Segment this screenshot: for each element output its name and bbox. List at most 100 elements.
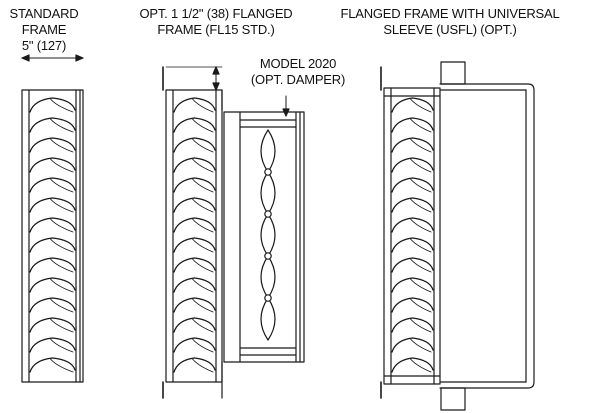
louver-blade	[391, 97, 434, 113]
louver-blade	[391, 337, 434, 353]
flanged-dim-arrow-top	[212, 66, 220, 75]
louver-blade	[173, 117, 216, 133]
louver-blade-edge	[410, 118, 432, 133]
louver-blade-edge	[410, 338, 432, 353]
louver-blade	[173, 277, 216, 293]
louver-blade	[173, 317, 216, 333]
sleeve-body	[439, 83, 535, 389]
flanged-frame-label: OPT. 1 1/2" (38) FLANGED FRAME (FL15 STD…	[128, 6, 304, 38]
louver-blade-edge	[50, 358, 74, 373]
standard-frame-label: STANDARD FRAME 5" (127)	[6, 6, 82, 54]
louver-blade-edge	[410, 98, 432, 113]
flanged-outer-frame	[165, 89, 223, 383]
damper-pivot	[264, 252, 272, 260]
louver-blade	[391, 137, 434, 153]
louver-blade-edge	[192, 158, 214, 173]
louver-blade	[29, 197, 76, 213]
universal-sleeve-label-line1: FLANGED FRAME WITH UNIVERSAL	[340, 6, 560, 21]
louver-blade-edge	[192, 138, 214, 153]
louver-blade	[29, 257, 76, 273]
louver-blade-edge	[192, 178, 214, 193]
louver-blade-edge	[410, 138, 432, 153]
louver-blade-edge	[410, 318, 432, 333]
louver-blade	[391, 317, 434, 333]
louver-blade	[29, 177, 76, 193]
louver-blade	[29, 137, 76, 153]
louver-blade-edge	[410, 158, 432, 173]
louver-blade-edge	[192, 338, 214, 353]
louver-blade	[173, 137, 216, 153]
damper-pivot	[264, 294, 272, 302]
standard-frame-label-line2: FRAME	[21, 22, 67, 37]
louver-blade	[173, 197, 216, 213]
louver-blade	[173, 217, 216, 233]
louver-blade	[173, 157, 216, 173]
louver-blade-edge	[192, 118, 214, 133]
louver-blade-edge	[192, 318, 214, 333]
louver-blade	[173, 257, 216, 273]
louver-blade-edge	[192, 238, 214, 253]
louver-blade-edge	[192, 218, 214, 233]
damper-blade	[267, 129, 276, 173]
standard-outer-frame	[21, 89, 84, 383]
louver-blade	[29, 337, 76, 353]
damper-pointer-arrow	[282, 108, 290, 117]
universal-sleeve-label: FLANGED FRAME WITH UNIVERSAL SLEEVE (USF…	[308, 6, 592, 38]
standard-dim-arrow-right	[75, 54, 84, 62]
louver-blade-edge	[192, 298, 214, 313]
louver-blade-edge	[50, 338, 74, 353]
louver-blade-edge	[192, 278, 214, 293]
damper-blade	[267, 255, 276, 299]
louver-blade	[391, 257, 434, 273]
damper-blade	[260, 129, 269, 173]
standard-frame-dimension: 5" (127)	[21, 38, 67, 53]
louver-blade-edge	[410, 298, 432, 313]
damper-pivot	[264, 168, 272, 176]
louver-blade-edge	[410, 198, 432, 213]
standard-blade-stack	[29, 97, 76, 373]
standard-frame-label-line1: STANDARD	[9, 6, 79, 21]
damper-label-line2: (OPT. DAMPER)	[250, 72, 346, 87]
louver-blade	[391, 277, 434, 293]
louver-blade	[29, 157, 76, 173]
damper-label-line1: MODEL 2020	[259, 56, 337, 71]
louver-blade-edge	[50, 218, 74, 233]
standard-dim-arrow-left	[21, 54, 30, 62]
louver-blade	[29, 297, 76, 313]
louver-blade-edge	[50, 238, 74, 253]
louver-blade	[391, 357, 434, 373]
louver-blade	[391, 197, 434, 213]
louver-blade	[29, 317, 76, 333]
louver-blade-edge	[50, 278, 74, 293]
usfl-blade-stack	[391, 97, 434, 373]
damper	[223, 95, 305, 363]
louver-blade-edge	[50, 318, 74, 333]
damper-pivot	[264, 210, 272, 218]
damper-blade	[267, 297, 276, 341]
louver-blade-edge	[192, 358, 214, 373]
louver-blade	[29, 117, 76, 133]
louver-blade	[391, 117, 434, 133]
flanged-blade-stack	[173, 97, 216, 373]
louver-blade	[29, 217, 76, 233]
louver-blade	[391, 177, 434, 193]
flanged-dim-arrow-bottom	[212, 82, 220, 91]
louver-blade	[173, 177, 216, 193]
louver-blade	[29, 97, 76, 113]
louver-blade-edge	[50, 138, 74, 153]
louver-blade	[29, 357, 76, 373]
flanged-frame-label-line1: OPT. 1 1/2" (38) FLANGED	[139, 6, 293, 21]
louver-blade	[29, 277, 76, 293]
damper-blade	[260, 297, 269, 341]
louver-blade-edge	[50, 298, 74, 313]
louver-blade-edge	[50, 178, 74, 193]
damper-blade	[267, 171, 276, 215]
louver-blade	[173, 337, 216, 353]
universal-sleeve-assembly	[380, 61, 535, 411]
louver-blade-edge	[410, 218, 432, 233]
sleeve-bottom-bracket	[440, 387, 466, 411]
damper-housing	[223, 111, 305, 363]
damper-blade-linkage	[260, 129, 276, 341]
flanged-frame-label-line2: FRAME (FL15 STD.)	[157, 22, 275, 37]
